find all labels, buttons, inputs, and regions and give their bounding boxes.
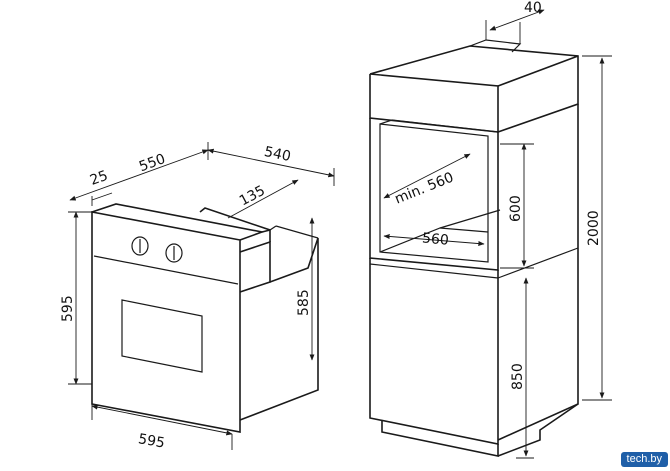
dim-oven-width: 595 <box>137 431 166 451</box>
control-knob-icon <box>165 243 183 263</box>
dim-oven-total-depth: 540 <box>263 144 292 165</box>
dim-oven-back-depth: 135 <box>237 183 268 210</box>
dim-oven-depth: 550 <box>137 151 168 175</box>
dim-cabinet-lower-height: 850 <box>510 363 526 390</box>
dim-cabinet-back-gap: 40 <box>524 0 542 16</box>
dim-niche-width: 560 <box>421 230 449 248</box>
dim-niche-height: 600 <box>508 195 524 222</box>
cabinet-dimension-lines <box>383 9 612 459</box>
dim-oven-height: 595 <box>60 295 76 322</box>
oven-dimension-lines <box>68 142 335 450</box>
dim-oven-body-height: 585 <box>296 289 312 316</box>
control-knob-icon <box>131 236 149 256</box>
cabinet-drawing <box>369 39 579 457</box>
dim-niche-min-depth: min. 560 <box>393 170 457 208</box>
watermark: tech.by <box>620 452 668 467</box>
oven-drawing <box>91 203 319 433</box>
dim-cabinet-total-height: 2000 <box>586 210 602 246</box>
dim-oven-top-overhang: 25 <box>88 168 110 189</box>
